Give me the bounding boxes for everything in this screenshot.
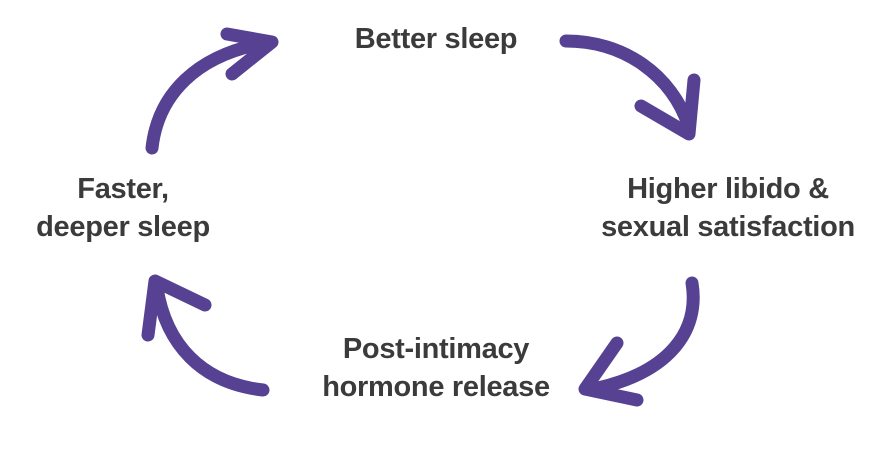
node-label-higher-libido: Higher libido & sexual satisfaction bbox=[601, 173, 855, 243]
arrow-bottom-left-icon bbox=[141, 274, 270, 397]
arrow-bottom-right-icon bbox=[578, 276, 700, 407]
arrow-top-right-icon bbox=[559, 34, 701, 141]
node-label-faster-deeper-sleep: Faster, deeper sleep bbox=[36, 173, 210, 243]
arrow-top-left-icon bbox=[145, 27, 279, 155]
node-label-post-intimacy: Post-intimacy hormone release bbox=[322, 333, 550, 403]
node-label-better-sleep: Better sleep bbox=[354, 23, 518, 55]
